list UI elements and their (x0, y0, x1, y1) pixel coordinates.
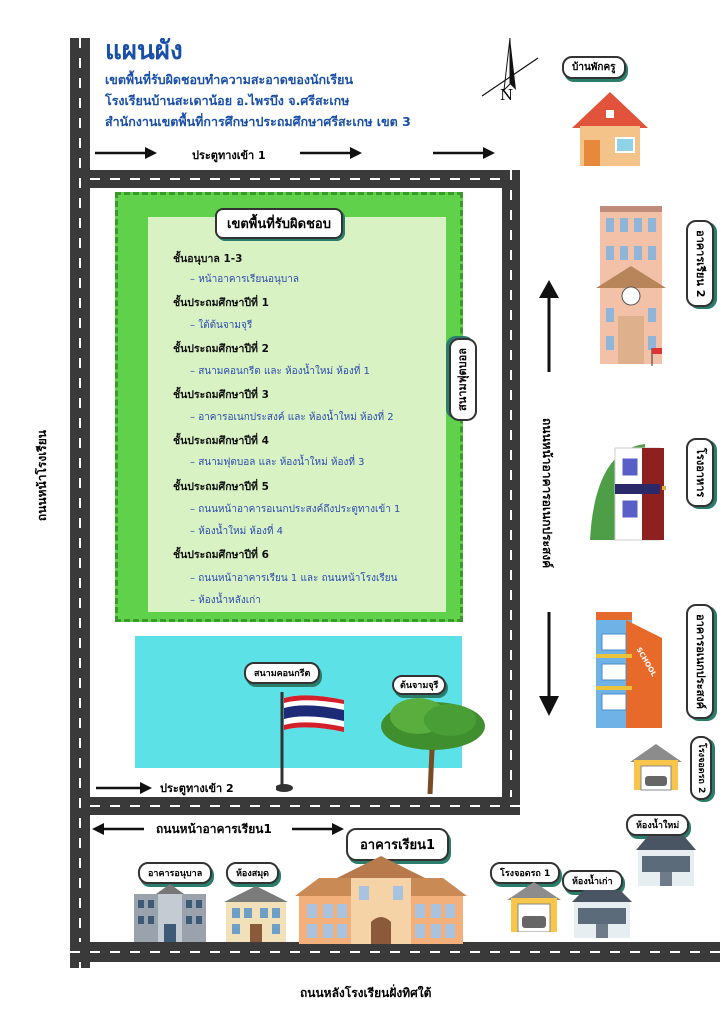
old-toilet-icon (570, 888, 634, 942)
arrow-right-icon (292, 821, 344, 840)
page-title: แผนผัง (105, 36, 183, 66)
teacher-house-label: บ้านพักครู (562, 56, 626, 79)
grade-task: – สนามคอนกรีต และ ห้องน้ำใหม่ ห้องที่ 1 (190, 366, 370, 377)
building-2-icon (590, 196, 672, 372)
teacher-house-icon (570, 90, 650, 172)
garage-2-label: โรงจอดรถ 2 (690, 736, 712, 801)
arrow-right-icon (95, 145, 157, 164)
library-building-icon (222, 886, 290, 946)
grade-heading: ชั้นประถมศึกษาปีที่ 5 (173, 481, 269, 493)
grade-heading: ชั้นประถมศึกษาปีที่ 1 (173, 297, 269, 309)
library-label: ห้องสมุด (226, 862, 280, 884)
arrow-right-icon (96, 780, 152, 799)
road-multipurpose-label: ถนนหน้าอาคารอเนกประสงค์ (540, 418, 554, 569)
grade-heading: ชั้นประถมศึกษาปีที่ 3 (173, 389, 269, 401)
thai-flag-icon (275, 690, 348, 798)
arrow-left-icon (92, 821, 144, 840)
new-toilet-label: ห้องน้ำใหม่ (626, 814, 690, 836)
garage-2-icon (628, 742, 684, 796)
grade-heading: ชั้นประถมศึกษาปีที่ 4 (173, 435, 269, 447)
building-2-label: อาคารเรียน 2 (686, 220, 714, 308)
arrow-right-icon (433, 145, 495, 164)
road-back-south (70, 942, 720, 962)
grade-task: – สนามฟุตบอล และ ห้องน้ำใหม่ ห้องที่ 3 (190, 457, 365, 468)
road-front-building1 (90, 797, 520, 815)
grade-task: – อาคารอเนกประสงค์ และ ห้องน้ำใหม่ ห้องท… (190, 412, 394, 423)
road-front-building1-label: ถนนหน้าอาคารเรียน1 (156, 822, 272, 836)
grade-task: – ถนนหน้าอาคารอเนกประสงค์ถึงประตูทางเข้า… (190, 504, 401, 515)
canteen-icon (590, 440, 672, 554)
responsibility-list-panel (148, 217, 446, 612)
new-toilet-icon (634, 834, 698, 890)
subtitle-line-2: โรงเรียนบ้านสะเดาน้อย อ.ไพรบึง จ.ศรีสะเก… (105, 93, 350, 108)
road-front-school-label: ถนนหน้าโรงเรียน (35, 430, 49, 522)
multipurpose-building-label: อาคารอเนกประสงค์ (686, 604, 714, 720)
kindergarten-building-icon (132, 884, 208, 946)
road-left-vertical (70, 38, 90, 968)
garage-1-label: โรงจอดรถ 1 (490, 862, 561, 884)
grade-task: – ห้องน้ำใหม่ ห้องที่ 4 (190, 526, 283, 537)
kindergarten-label: อาคารอนุบาล (138, 862, 213, 884)
arrow-up-icon (537, 280, 561, 376)
garage-1-icon (505, 880, 563, 936)
subtitle-line-1: เขตพื้นที่รับผิดชอบทำความสะอาดของนักเรีย… (105, 72, 353, 87)
concrete-field-label: สนามคอนกรีต (244, 662, 321, 684)
grade-task: – หน้าอาคารเรียนอนุบาล (190, 274, 299, 285)
compass-north-label: N (500, 86, 514, 104)
tree-icon (378, 690, 488, 800)
gate-2-label: ประตูทางเข้า 2 (160, 782, 234, 795)
compass-icon: N (478, 37, 542, 104)
football-field-label: สนามฟุตบอล (449, 338, 477, 421)
gate-1-label: ประตูทางเข้า 1 (192, 149, 266, 162)
tree-label: ต้นจามจุรี (392, 675, 447, 695)
grade-heading: ชั้นประถมศึกษาปีที่ 2 (173, 343, 269, 355)
arrow-right-icon (300, 145, 362, 164)
arrow-down-icon (537, 612, 561, 720)
responsibility-zone-title: เขตพื้นที่รับผิดชอบ (215, 208, 343, 239)
building-1-icon (295, 856, 467, 948)
building-1-label: อาคารเรียน1 (346, 828, 450, 861)
road-top (90, 170, 520, 188)
road-right-vertical (502, 170, 520, 815)
grade-task: – ถนนหน้าอาคารเรียน 1 และ ถนนหน้าโรงเรีย… (190, 573, 398, 584)
multipurpose-building-icon: SCHOOL (592, 608, 664, 734)
grade-heading: ชั้นประถมศึกษาปีที่ 6 (173, 549, 269, 561)
road-back-south-label: ถนนหลังโรงเรียนฝั่งทิศใต้ (300, 986, 432, 1000)
canteen-label: โรงอาหาร (686, 438, 714, 508)
grade-heading: ชั้นอนุบาล 1-3 (173, 253, 243, 265)
subtitle-line-3: สำนักงานเขตพื้นที่การศึกษาประถมศึกษาศรีส… (105, 114, 411, 129)
grade-task: – ใต้ต้นจามจุรี (190, 320, 253, 331)
grade-task: – ห้องน้ำหลังเก่า (190, 595, 261, 606)
